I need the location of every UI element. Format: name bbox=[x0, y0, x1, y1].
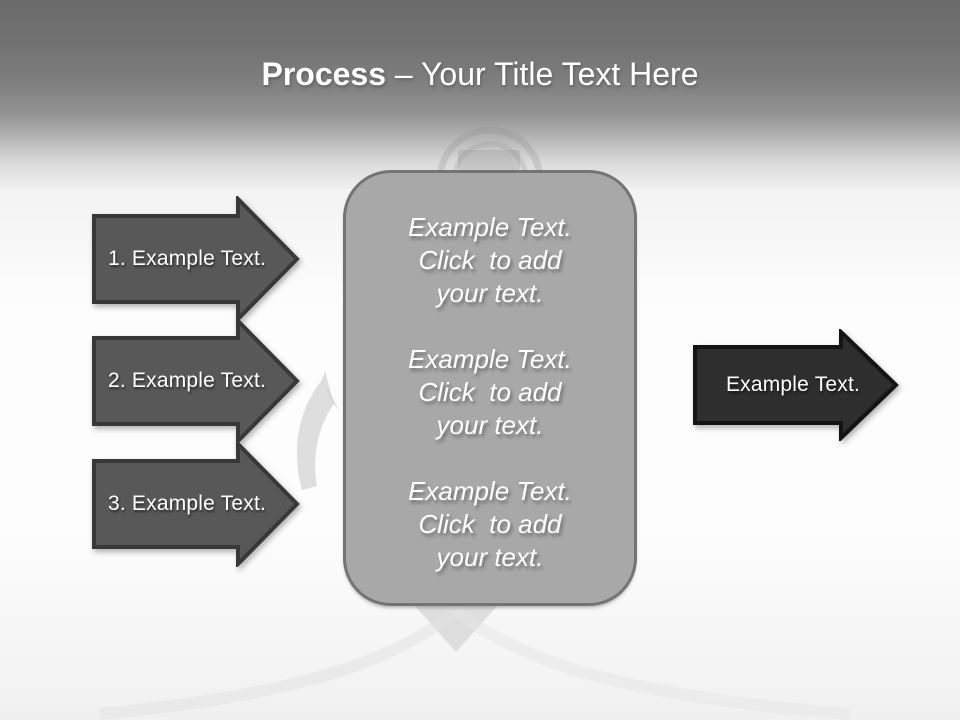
center-text-content: Example Text. Click to add your text. Ex… bbox=[346, 173, 634, 574]
header-band bbox=[0, 0, 960, 190]
box-paragraph-3-line-1: Example Text. bbox=[408, 476, 572, 506]
title-rest-text: Your Title Text Here bbox=[421, 56, 699, 92]
triangle-swirl-watermark-icon bbox=[99, 605, 851, 720]
left-arrow-3-label[interactable]: 3. Example Text. bbox=[107, 492, 267, 515]
box-paragraph-2[interactable]: Example Text. Click to add your text. bbox=[346, 343, 634, 442]
right-arrow-shape[interactable] bbox=[693, 329, 899, 441]
left-arrow-shape-2[interactable] bbox=[92, 318, 300, 444]
box-paragraph-3[interactable]: Example Text. Click to add your text. bbox=[346, 475, 634, 574]
box-paragraph-2-line-3: your text. bbox=[436, 410, 544, 440]
box-paragraph-2-line-1: Example Text. bbox=[408, 344, 572, 374]
left-arrow-shape-3[interactable] bbox=[92, 441, 300, 567]
title-separator: – bbox=[386, 56, 422, 92]
box-paragraph-1-line-1: Example Text. bbox=[408, 212, 572, 242]
right-arrow-label[interactable]: Example Text. bbox=[725, 373, 861, 396]
left-arrow-shape-1[interactable] bbox=[92, 196, 300, 322]
box-paragraph-3-line-3: your text. bbox=[436, 542, 544, 572]
center-text-box[interactable]: Example Text. Click to add your text. Ex… bbox=[343, 170, 637, 606]
left-arrow-2-label[interactable]: 2. Example Text. bbox=[107, 369, 267, 392]
box-paragraph-2-line-2: Click to add bbox=[418, 377, 562, 407]
box-paragraph-1-line-3: your text. bbox=[436, 278, 544, 308]
left-arrow-1-label[interactable]: 1. Example Text. bbox=[107, 247, 267, 270]
title-bold-text: Process bbox=[261, 56, 387, 92]
box-paragraph-1[interactable]: Example Text. Click to add your text. bbox=[346, 211, 634, 310]
box-paragraph-1-line-2: Click to add bbox=[418, 245, 562, 275]
page-title[interactable]: Process – Your Title Text Here bbox=[0, 52, 960, 96]
box-paragraph-3-line-2: Click to add bbox=[418, 509, 562, 539]
